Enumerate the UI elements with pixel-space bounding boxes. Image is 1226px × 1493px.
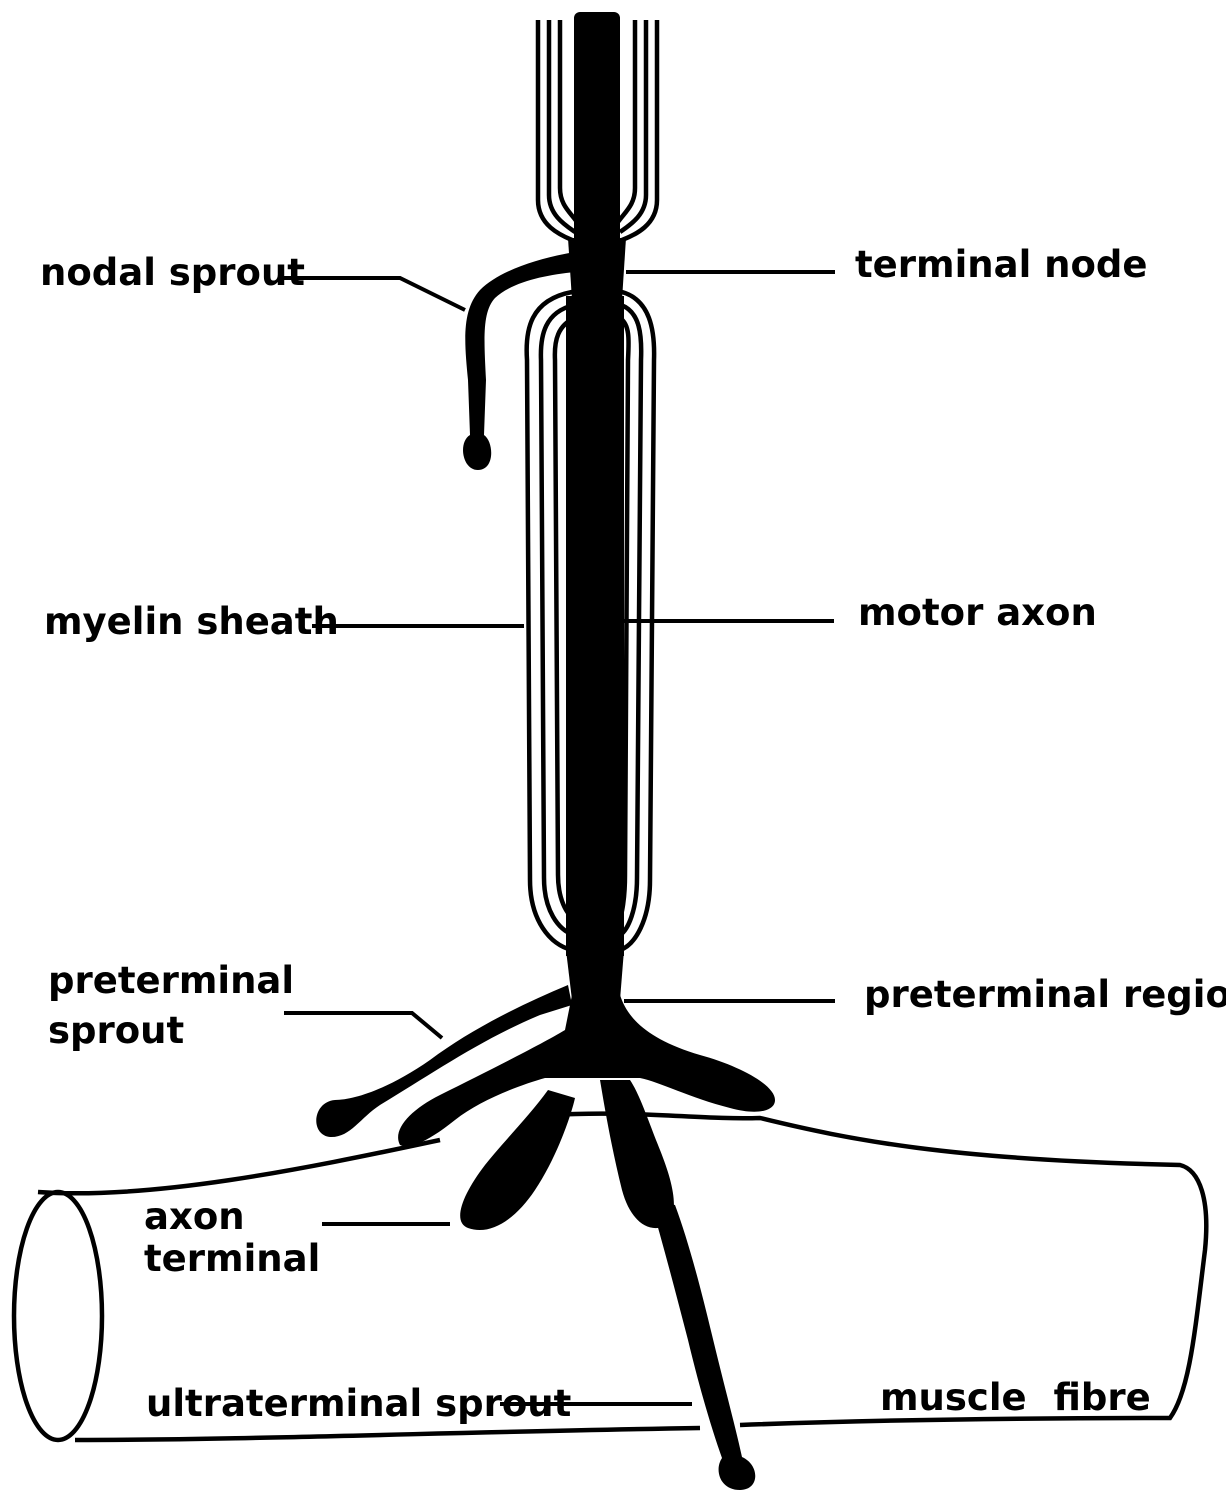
label-myelin-sheath: myelin sheath [44, 600, 339, 643]
muscle-fibre-end [14, 1192, 102, 1440]
label-preterminal-sprout-1: preterminal [48, 959, 294, 1002]
label-preterminal-region: preterminal region [864, 973, 1226, 1016]
label-ultraterminal-sprout: ultraterminal sprout [146, 1382, 571, 1425]
nodal-sprout [463, 252, 575, 470]
label-motor-axon: motor axon [858, 591, 1097, 634]
axon-terminal [460, 1080, 674, 1230]
ultraterminal-sprout [650, 1200, 755, 1490]
label-terminal-node: terminal node [855, 243, 1147, 286]
label-preterminal-sprout-2: sprout [48, 1009, 184, 1052]
label-axon-terminal-2: terminal [144, 1237, 320, 1280]
labels: nodal sprout terminal node myelin sheath… [40, 243, 1226, 1425]
preterminal-sprout-leader [284, 1013, 442, 1038]
nodal-sprout-leader [283, 278, 465, 310]
label-nodal-sprout: nodal sprout [40, 251, 305, 294]
label-muscle-fibre: muscle fibre [880, 1376, 1151, 1419]
label-axon-terminal-1: axon [144, 1195, 245, 1238]
motor-axon [566, 12, 626, 1000]
